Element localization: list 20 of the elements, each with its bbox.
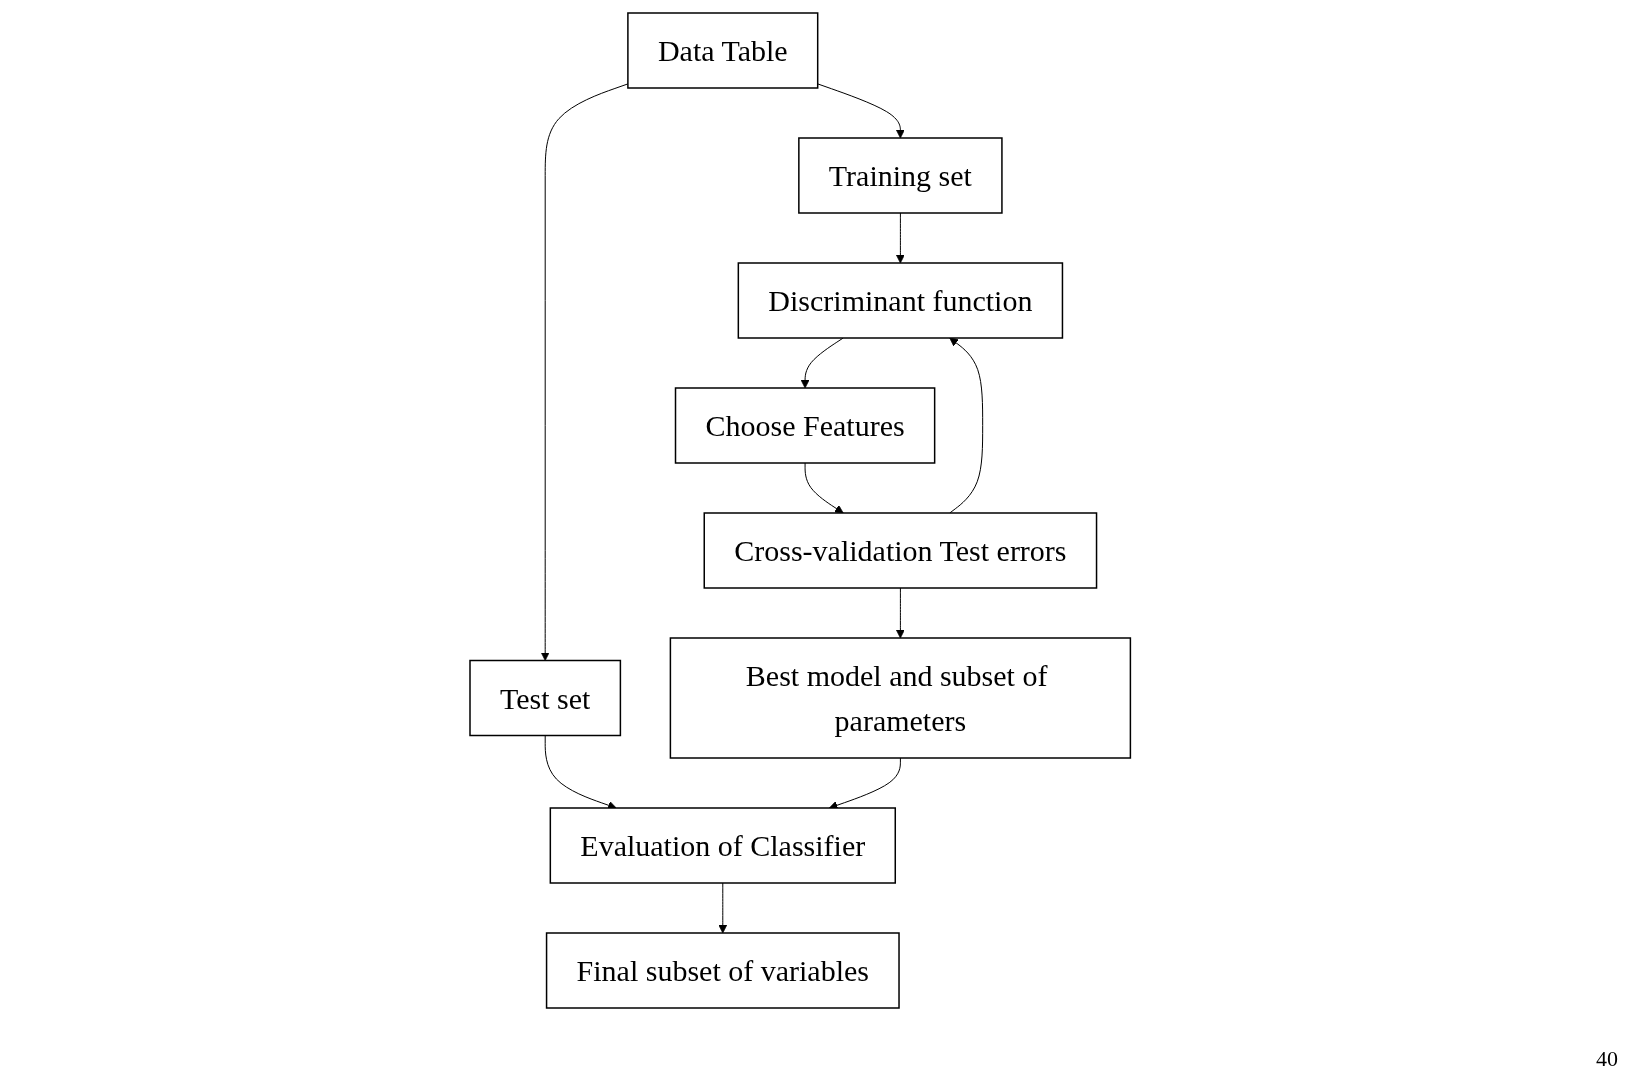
arrow (895, 212, 905, 263)
node-box: Discriminant function (737, 261, 1063, 339)
page-number: 40 (1596, 1046, 1618, 1071)
node-box: Data Table (626, 11, 819, 89)
arrow (544, 734, 617, 809)
node-box: Choose Features (674, 386, 936, 464)
arrow (949, 337, 983, 513)
arrow (895, 587, 905, 638)
node-box: Cross-validation Test errors (703, 511, 1098, 589)
arrow (804, 462, 844, 513)
node-box: Final subset of variables (545, 931, 900, 1009)
arrow (828, 757, 901, 809)
arrow (800, 337, 844, 388)
arrow (817, 82, 905, 138)
node-box: Test set (469, 659, 621, 736)
arrow (540, 82, 629, 661)
arrow (718, 882, 727, 933)
node-box: Evaluation of Classifier (549, 806, 896, 884)
node-box: Training set (797, 136, 1003, 214)
node-box: Best model and subset of parameters (669, 636, 1131, 759)
